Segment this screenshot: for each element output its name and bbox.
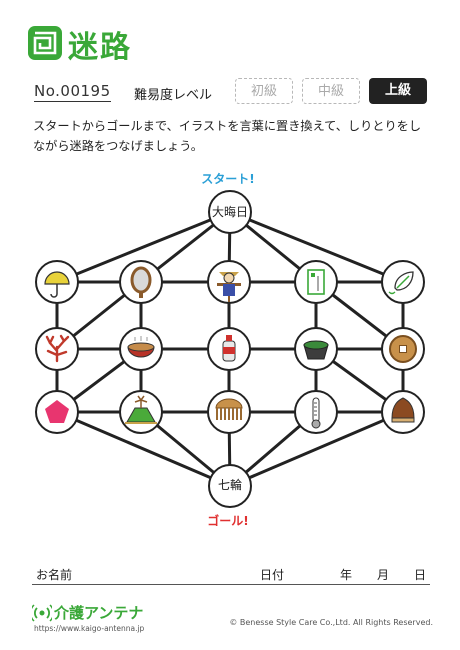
difficulty-label: 難易度レベル	[134, 88, 213, 103]
leaf-icon	[388, 271, 414, 295]
card-icon	[307, 269, 325, 295]
tea-bowl-icon	[303, 340, 329, 360]
year-field-label: 年	[340, 568, 353, 582]
antenna-logo-icon	[32, 604, 52, 622]
maze-path-segment	[228, 210, 405, 284]
level-beginner-badge: 初級	[235, 78, 293, 104]
comb-icon	[215, 398, 243, 420]
maze-path-segment	[228, 410, 405, 488]
goal-label: ゴール!	[207, 514, 249, 528]
ketchup-icon	[222, 335, 236, 362]
page-title: 迷路	[68, 30, 132, 65]
level-advanced-badge: 上級	[369, 78, 427, 104]
goal-node	[208, 464, 252, 508]
copyright-text: © Benesse Style Care Co.,Ltd. All Rights…	[229, 618, 433, 627]
coral-icon	[45, 334, 70, 363]
month-field-label: 月	[377, 568, 390, 582]
goal-node-label: 七輪	[218, 477, 242, 492]
island-icon	[125, 395, 157, 424]
maze-path-segment	[55, 410, 232, 488]
brand-name: 介護アンテナ	[54, 604, 144, 622]
maze-logo-icon	[28, 26, 62, 60]
coin-icon	[389, 335, 417, 363]
maze-nodes	[35, 190, 425, 508]
umbrella-icon	[44, 271, 70, 298]
brand-url[interactable]: https://www.kaigo-antenna.jp	[34, 624, 145, 633]
day-field-label: 日	[414, 568, 427, 582]
scarecrow-icon	[217, 272, 241, 302]
chestnut-icon	[391, 397, 415, 423]
mirror-icon	[130, 266, 152, 298]
thermometer-icon	[311, 397, 321, 429]
start-node	[208, 190, 252, 234]
start-node-label: 大晦日	[212, 205, 248, 219]
instructions-text: スタートからゴールまで、イラストを言葉に置き換えて、しりとりをしながら迷路をつな…	[33, 119, 422, 153]
maze-path-segment	[55, 210, 232, 284]
level-intermediate-badge: 中級	[302, 78, 360, 104]
puzzle-number: No.00195	[34, 82, 111, 102]
start-label: スタート!	[201, 172, 255, 186]
date-field-label: 日付	[260, 568, 285, 582]
name-field-label: お名前	[36, 568, 73, 582]
miso-soup-icon	[127, 336, 155, 358]
name-date-line	[32, 584, 430, 585]
pentagon-icon	[45, 400, 69, 423]
